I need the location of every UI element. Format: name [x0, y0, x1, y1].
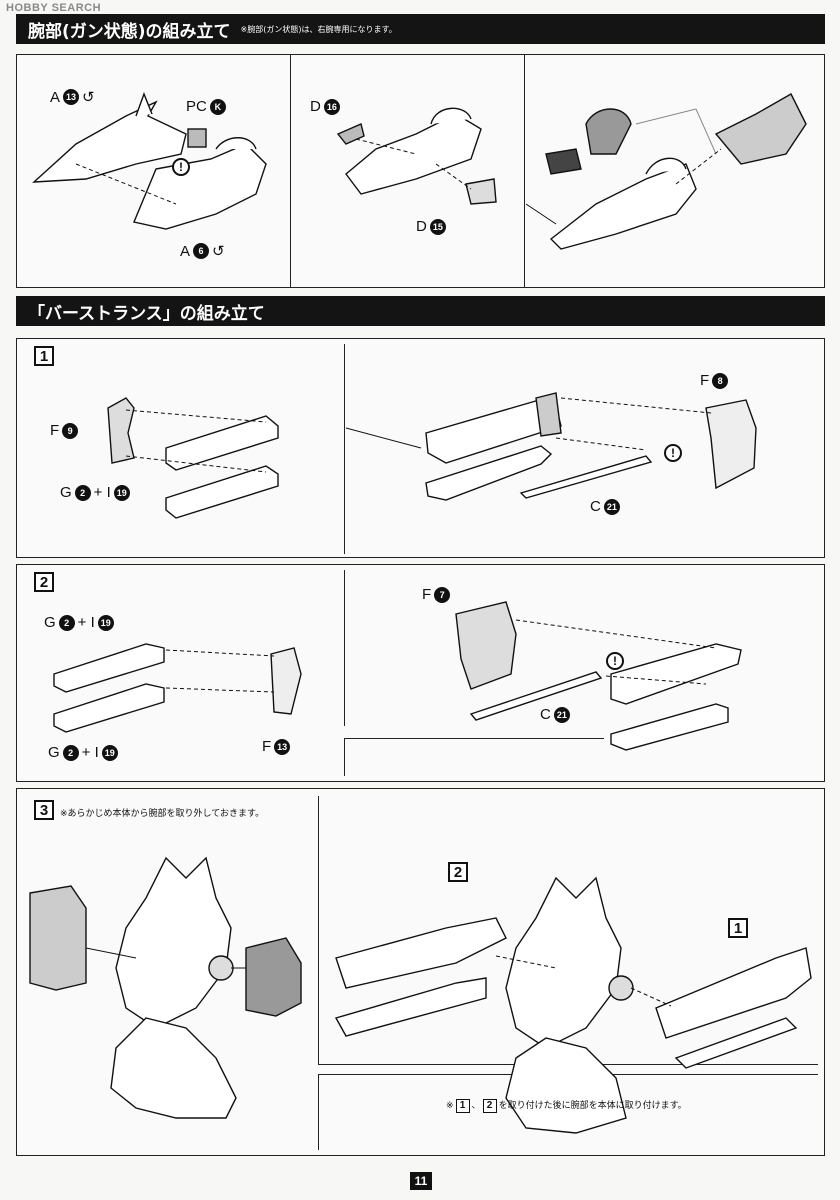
- divider: [344, 738, 604, 739]
- step-ref-1: 1: [728, 918, 748, 938]
- divider: [318, 796, 319, 1064]
- step2-illustration: [53, 601, 742, 751]
- cut-icon: ↺: [212, 243, 225, 260]
- divider: [524, 54, 525, 288]
- step3-illustration: [29, 856, 812, 1134]
- warning-icon: !: [172, 158, 190, 176]
- step1-illustration: [107, 392, 757, 519]
- divider: [344, 738, 345, 776]
- section-title: 「バーストランス」の組み立て: [28, 303, 265, 324]
- section-banner-arm-gun: 腕部(ガン状態)の組み立て ※腕部(ガン状態)は、右腕専用になります。: [16, 14, 825, 44]
- watermark: HOBBY SEARCH: [6, 2, 102, 14]
- step-number: 1: [34, 346, 54, 366]
- divider: [344, 344, 345, 554]
- warning-icon: !: [606, 652, 624, 670]
- warning-icon: !: [664, 444, 682, 462]
- arm-gun-illustration: [32, 92, 807, 250]
- divider: [290, 54, 291, 288]
- divider: [344, 570, 345, 726]
- section-title: 腕部(ガン状態)の組み立て: [28, 21, 231, 42]
- step3-note: ※あらかじめ本体から腕部を取り外しておきます。: [60, 809, 265, 819]
- page-number: 11: [410, 1172, 432, 1190]
- step-number: 2: [34, 572, 54, 592]
- section-note: ※腕部(ガン状態)は、右腕専用になります。: [240, 24, 397, 34]
- divider: [318, 1074, 319, 1150]
- section-banner-burst-lance: 「バーストランス」の組み立て: [16, 296, 825, 326]
- step-ref-2: 2: [448, 862, 468, 882]
- cut-icon: ↺: [82, 89, 95, 106]
- step-number: 3: [34, 800, 54, 820]
